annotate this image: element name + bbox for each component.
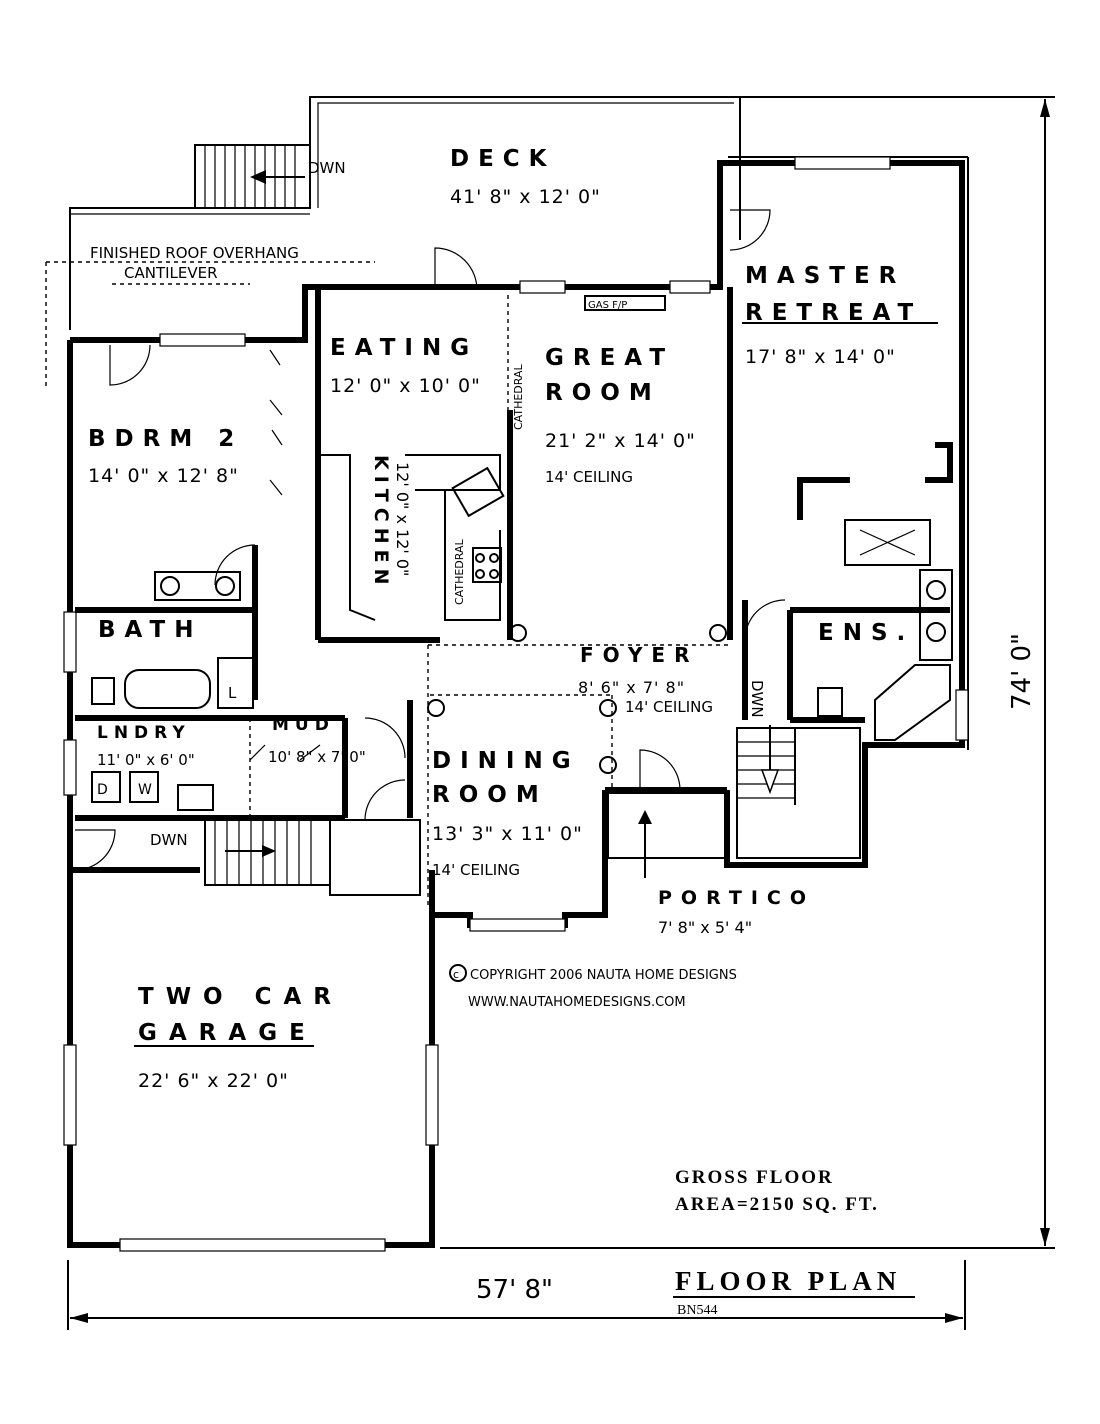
- garage-stairs: [204, 819, 421, 896]
- bedroom-2-dimensions: 14' 0" x 12' 8": [88, 465, 239, 487]
- deck-stairs: [194, 144, 311, 209]
- dining-room-dimensions: 13' 3" x 11' 0": [432, 823, 583, 845]
- laundry-label: LNDRY: [97, 723, 191, 743]
- garage-dimensions: 22' 6" x 22' 0": [138, 1070, 289, 1092]
- master-retreat-dimensions: 17' 8" x 14' 0": [745, 346, 896, 368]
- garage-label-line1: TWO CAR: [138, 984, 343, 1010]
- room-dash-lines: [249, 295, 728, 905]
- columns: [427, 624, 727, 774]
- dining-room-ceiling: 14' CEILING: [432, 861, 520, 879]
- deck: [69, 96, 741, 330]
- great-room-dimensions: 21' 2" x 14' 0": [545, 430, 696, 452]
- doors: [74, 209, 786, 871]
- deck-stairs-down-label: DWN: [308, 159, 346, 177]
- kitchen-counters: [320, 295, 666, 621]
- depth-dimension-line: [440, 96, 1055, 1249]
- kitchen-dimensions: 12' 0" x 12' 0": [393, 462, 412, 576]
- overall-depth-label: 74' 0": [1007, 633, 1037, 710]
- gas-fireplace-label: GAS F/P: [588, 300, 627, 311]
- portico-dimensions: 7' 8" x 5' 4": [658, 918, 752, 937]
- plan-code: BN544: [677, 1303, 717, 1318]
- overall-width-label: 57' 8": [476, 1275, 553, 1305]
- foyer-dimensions: 8' 6" x 7' 8": [578, 678, 685, 697]
- great-room-label-line2: ROOM: [545, 380, 661, 406]
- dining-room-label-line2: ROOM: [432, 782, 548, 808]
- mud-room-dimensions: 10' 8" x 7' 0": [268, 748, 366, 766]
- master-retreat-label-line1: MASTER: [745, 263, 905, 289]
- foyer-ceiling: 14' CEILING: [625, 698, 713, 716]
- portico-label: PORTICO: [658, 887, 815, 909]
- mud-room-label: MUD: [272, 715, 335, 735]
- copyright-icon: [449, 964, 467, 982]
- portico: [607, 792, 727, 878]
- copyright-text: COPYRIGHT 2006 NAUTA HOME DESIGNS: [470, 968, 737, 983]
- gross-floor-area-line2: AREA=2150 SQ. FT.: [675, 1194, 879, 1215]
- kitchen-cathedral-label: CATHEDRAL: [453, 539, 466, 605]
- svg-text:c: c: [453, 968, 459, 981]
- eating-dimensions: 12' 0" x 10' 0": [330, 375, 481, 397]
- overhang-label: FINISHED ROOF OVERHANG: [90, 244, 299, 262]
- main-stairs-down-label: DWN: [748, 680, 766, 718]
- dining-room-label-line1: DINING: [432, 748, 580, 774]
- bath-fixtures: [91, 569, 953, 811]
- great-room-label-line1: GREAT: [545, 345, 674, 371]
- deck-dimensions: 41' 8" x 12' 0": [450, 186, 601, 208]
- website-text: WWW.NAUTAHOMEDESIGNS.COM: [468, 995, 686, 1010]
- garage-stairs-down-label: DWN: [150, 831, 188, 849]
- washer-label: W: [138, 782, 152, 798]
- dryer-label: D: [97, 782, 108, 798]
- bath-label: BATH: [98, 617, 202, 643]
- gross-floor-area-line1: GROSS FLOOR: [675, 1167, 834, 1188]
- eating-label: EATING: [330, 335, 478, 361]
- ensuite-label: ENS.: [818, 620, 914, 646]
- windows: [63, 156, 969, 1252]
- great-room-cathedral-label: CATHEDRAL: [512, 364, 525, 430]
- foyer-label: FOYER: [580, 643, 699, 667]
- great-room-ceiling: 14' CEILING: [545, 468, 633, 486]
- bedroom-2-label: BDRM 2: [88, 426, 243, 452]
- main-stairs: [736, 725, 861, 859]
- laundry-dimensions: 11' 0" x 6' 0": [97, 751, 195, 769]
- plan-title: FLOOR PLAN: [675, 1266, 901, 1296]
- interior-walls: [70, 287, 953, 915]
- master-retreat-label-line2: RETREAT: [745, 300, 922, 326]
- deck-label: DECK: [450, 146, 556, 172]
- linen-label: L: [228, 684, 237, 702]
- width-dimension-line: [67, 1260, 966, 1330]
- cantilever-label: CANTILEVER: [124, 264, 218, 282]
- garage-label-line2: GARAGE: [138, 1020, 317, 1046]
- kitchen-label: KITCHEN: [370, 455, 392, 590]
